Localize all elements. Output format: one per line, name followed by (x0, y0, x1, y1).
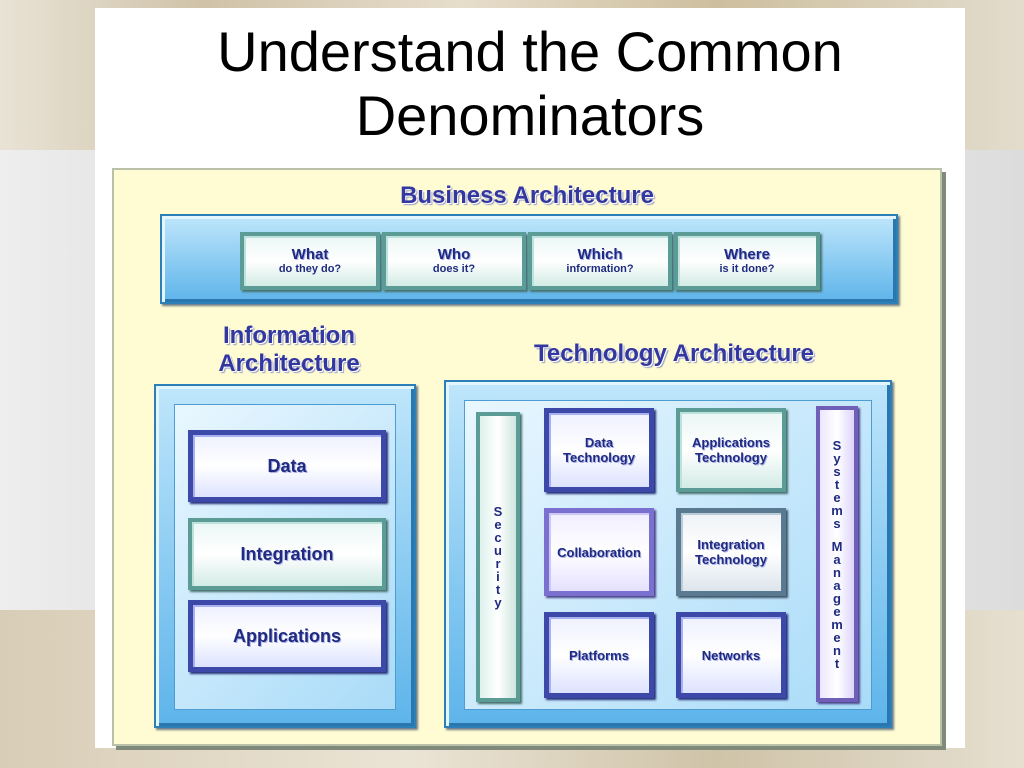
vertical-letter: i (496, 569, 500, 584)
vertical-letter: S (832, 437, 842, 453)
vertical-letter: s (833, 463, 841, 479)
business-item-which-sub: information? (566, 263, 634, 275)
tech-integration-technology: Integration Technology (676, 508, 786, 596)
business-architecture-panel: What do they do? Who does it? Which info… (160, 214, 898, 304)
business-architecture-label: Business Architecture (400, 182, 654, 209)
tech-collaboration: Collaboration (544, 508, 654, 596)
vertical-letter: S (493, 504, 503, 519)
business-item-what-sub: do they do? (278, 263, 342, 275)
business-item-which: Which information? (528, 232, 672, 290)
vertical-letter: t (495, 582, 501, 597)
vertical-letter: M (831, 538, 843, 554)
vertical-letter: t (834, 655, 840, 671)
vertical-letter: a (833, 577, 841, 593)
vertical-letter: e (833, 629, 841, 645)
business-item-who: Who does it? (382, 232, 526, 290)
vertical-letter: s (833, 515, 841, 531)
business-item-where-main: Where (724, 246, 770, 263)
info-item-integration: Integration (188, 518, 386, 590)
tech-applications-technology-line1: Applications (691, 435, 770, 450)
tech-applications-technology: Applications Technology (676, 408, 786, 492)
vertical-letter: t (834, 476, 840, 492)
vertical-letter (831, 530, 843, 540)
vertical-letter: y (833, 450, 841, 466)
vertical-letter: n (833, 642, 841, 658)
information-architecture-label-line1: Information (223, 322, 355, 349)
tech-data-technology: Data Technology (544, 408, 654, 492)
tech-integration-technology-line2: Technology (695, 552, 767, 567)
technology-architecture-inner (464, 400, 872, 710)
vertical-letter: c (494, 530, 502, 545)
vertical-letter: r (495, 556, 501, 571)
tech-networks: Networks (676, 612, 786, 698)
info-item-applications: Applications (188, 600, 386, 672)
vertical-letter: e (494, 517, 502, 532)
vertical-letter: m (831, 616, 843, 632)
business-item-where-sub: is it done? (719, 263, 775, 275)
tech-applications-technology-line2: Technology (695, 450, 767, 465)
information-architecture-label-line2: Architecture (218, 350, 360, 377)
business-item-what-main: What (291, 246, 329, 263)
vertical-letter: u (494, 543, 502, 558)
vertical-letter: y (494, 595, 502, 610)
information-architecture-label: Information Architecture (184, 322, 394, 378)
vertical-letter: e (833, 489, 841, 505)
vertical-letter: g (833, 590, 841, 606)
business-item-what: What do they do? (240, 232, 380, 290)
business-item-which-main: Which (577, 246, 623, 263)
business-item-who-main: Who (437, 246, 471, 263)
vertical-letter: m (831, 502, 843, 518)
business-item-where: Where is it done? (674, 232, 820, 290)
vertical-letter: n (833, 564, 841, 580)
technology-architecture-label: Technology Architecture (533, 340, 815, 367)
tech-data-technology-line2: Technology (563, 450, 635, 465)
tech-data-technology-line1: Data (584, 435, 614, 450)
vertical-letter: a (833, 551, 841, 567)
information-architecture-panel: Data Integration Applications (154, 384, 416, 728)
tech-integration-technology-line1: Integration (697, 537, 765, 552)
architecture-diagram: Business Architecture What do they do? W… (112, 168, 942, 746)
tech-platforms: Platforms (544, 612, 654, 698)
vertical-letter: e (833, 603, 841, 619)
slide-title: Understand the Common Denominators (217, 20, 843, 147)
info-item-data: Data (188, 430, 386, 502)
business-item-who-sub: does it? (432, 263, 476, 275)
